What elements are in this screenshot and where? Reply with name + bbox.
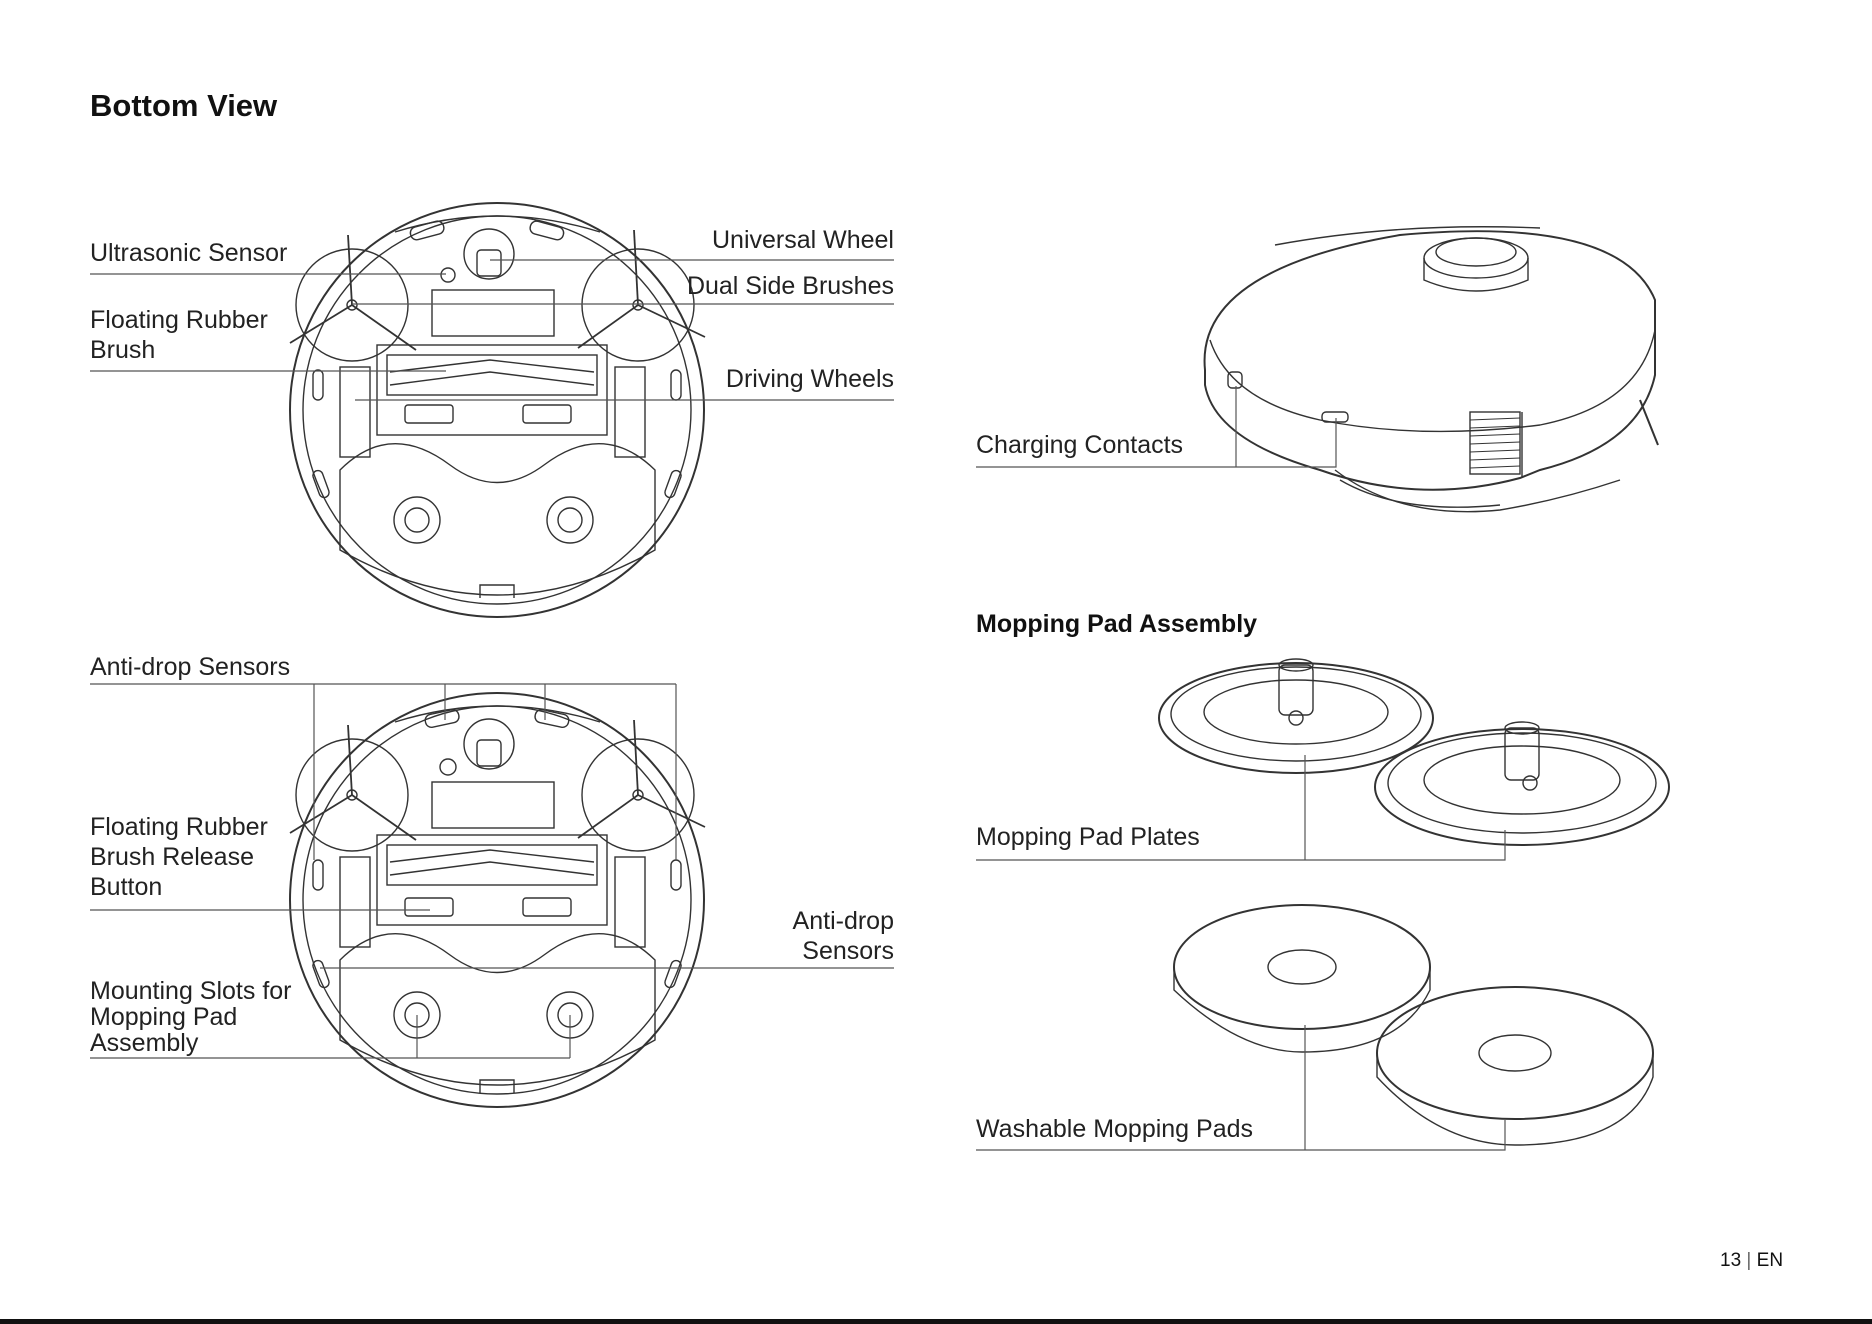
label-driving-wheels: Driving Wheels: [725, 365, 894, 393]
label-floating-rubber-brush-release-button: Floating Rubber Brush Release Button: [90, 813, 268, 901]
mopping-pad-plates: [1158, 658, 1670, 846]
page-title: Bottom View: [90, 88, 278, 123]
label-dual-side-brushes: Dual Side Brushes: [686, 272, 894, 300]
bottom-border: [0, 1319, 1872, 1324]
label-anti-drop-sensors-right: Anti-drop Sensors: [792, 907, 894, 965]
leader-lines: [90, 259, 1506, 1151]
language-code: EN: [1756, 1250, 1784, 1271]
robot-bottom-view-bottom: [289, 692, 706, 1108]
footer-separator: |: [1746, 1250, 1752, 1271]
label-mopping-pad-plates: Mopping Pad Plates: [976, 823, 1200, 851]
label-mounting-slots: Mounting Slots for Mopping Pad Assembly: [90, 977, 292, 1057]
label-charging-contacts: Charging Contacts: [976, 431, 1184, 459]
washable-mopping-pads: [1173, 904, 1654, 1146]
label-universal-wheel: Universal Wheel: [711, 226, 894, 254]
label-ultrasonic-sensor: Ultrasonic Sensor: [90, 239, 288, 267]
label-floating-rubber-brush: Floating Rubber Brush: [90, 306, 268, 364]
label-anti-drop-sensors-top: Anti-drop Sensors: [90, 653, 291, 681]
page-footer: 13 | EN: [1720, 1250, 1783, 1272]
robot-bottom-view-top: [289, 202, 706, 618]
mopping-pad-assembly-heading: Mopping Pad Assembly: [976, 610, 1258, 638]
robot-side-view: [1203, 226, 1659, 513]
page-number: 13: [1720, 1250, 1742, 1271]
label-washable-mopping-pads: Washable Mopping Pads: [976, 1115, 1254, 1143]
